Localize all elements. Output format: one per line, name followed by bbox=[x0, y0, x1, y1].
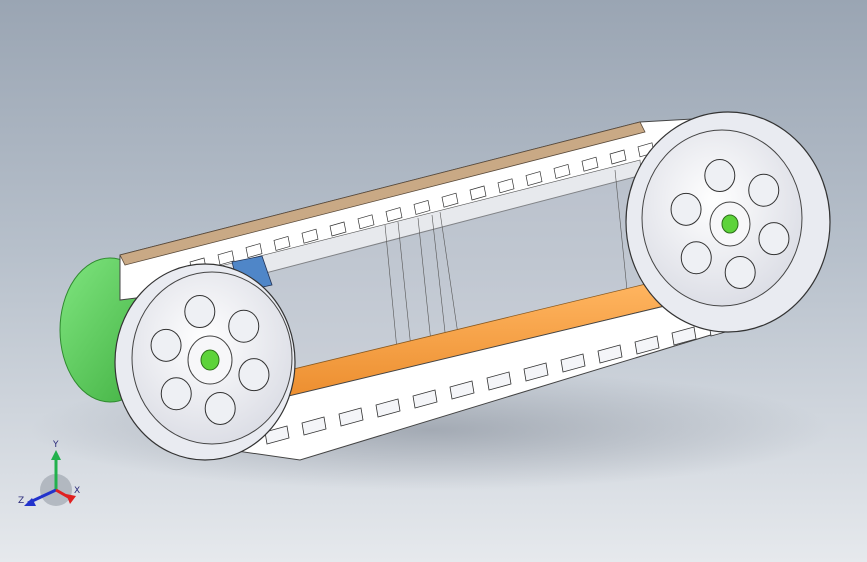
track-tooth bbox=[553, 163, 571, 179]
track-tooth bbox=[301, 416, 327, 436]
track-tooth bbox=[301, 228, 319, 244]
track-tooth bbox=[245, 243, 263, 259]
track-tooth bbox=[412, 389, 438, 409]
upper-frame-rail[interactable] bbox=[119, 121, 646, 266]
track-tooth bbox=[413, 199, 431, 215]
track-tooth bbox=[273, 235, 291, 251]
front-hub-axle bbox=[200, 349, 220, 371]
x-axis-head-icon bbox=[66, 494, 76, 504]
wheel-hole bbox=[670, 192, 702, 226]
wheel-hole bbox=[704, 159, 736, 193]
track-tooth bbox=[581, 156, 599, 172]
track-tooth bbox=[560, 353, 586, 373]
wheel-hole bbox=[160, 377, 192, 411]
track-tooth bbox=[217, 250, 235, 266]
track-tooth bbox=[671, 326, 697, 346]
track-tooth bbox=[264, 425, 290, 445]
rear-hub-axle bbox=[721, 214, 739, 234]
track-tooth bbox=[597, 344, 623, 364]
track-tooth bbox=[385, 207, 403, 223]
wheel-hole bbox=[680, 241, 712, 275]
track-tooth bbox=[525, 171, 543, 187]
wheel-hole bbox=[758, 222, 790, 256]
track-tooth bbox=[441, 192, 459, 208]
track-tooth bbox=[329, 221, 347, 237]
y-axis-head-icon bbox=[51, 450, 61, 460]
wheel-hole bbox=[150, 328, 182, 362]
y-axis-label: Y bbox=[53, 440, 59, 450]
track-tooth bbox=[497, 178, 515, 194]
track-tooth bbox=[523, 362, 549, 382]
track-tooth bbox=[634, 335, 660, 355]
upper-track-teeth bbox=[189, 142, 655, 273]
wheel-hole bbox=[228, 309, 260, 343]
view-orientation-triad[interactable]: Y Z X bbox=[14, 440, 84, 512]
z-axis-label: Z bbox=[18, 496, 25, 506]
x-axis-label: X bbox=[74, 486, 81, 496]
wheel-hole bbox=[238, 358, 270, 392]
track-tooth bbox=[469, 185, 487, 201]
z-axis-head-icon bbox=[24, 498, 36, 506]
drive-wheel-front[interactable] bbox=[114, 263, 296, 461]
wheel-hole bbox=[748, 173, 780, 207]
track-tooth bbox=[609, 149, 627, 165]
wheel-hole bbox=[204, 391, 236, 425]
wheel-hole bbox=[184, 295, 216, 329]
track-tooth bbox=[486, 371, 512, 391]
frame-struts bbox=[384, 169, 629, 361]
wheel-hole bbox=[724, 255, 756, 289]
track-tooth bbox=[449, 380, 475, 400]
track-tooth bbox=[338, 407, 364, 427]
track-tooth bbox=[375, 398, 401, 418]
track-tooth bbox=[357, 214, 375, 230]
drive-wheel-rear[interactable] bbox=[625, 111, 831, 333]
